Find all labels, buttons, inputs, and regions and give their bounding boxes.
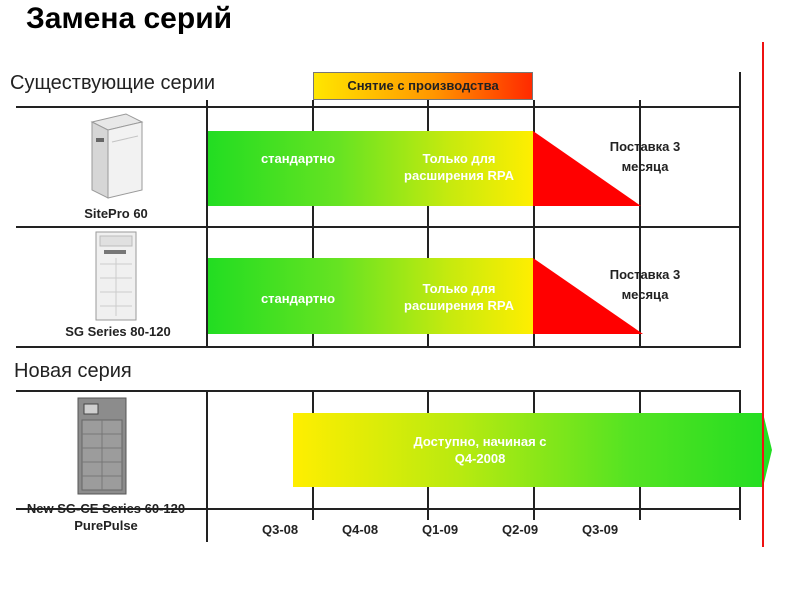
page-title: Замена серий <box>26 2 233 35</box>
availability-label: Доступно, начиная с Q4-2008 <box>413 434 547 466</box>
timeline-divider <box>739 72 741 348</box>
sitepro-cabinet-image <box>90 113 144 199</box>
new-series-arrow <box>293 413 772 487</box>
quarter-label: Q2-09 <box>502 522 539 537</box>
row-divider <box>16 346 741 348</box>
quarter-label: Q3-09 <box>582 522 619 537</box>
standard-label: стандартно <box>260 151 336 166</box>
product-name: SitePro 60 <box>84 206 148 221</box>
discontinuation-banner: Снятие с производства <box>313 72 533 100</box>
product-name: New SG-CE Series 60-120 PurePulse <box>26 501 186 533</box>
rpa-label: Только для расширения RPA <box>404 151 514 183</box>
row-divider <box>16 226 741 228</box>
standard-availability-bar <box>208 131 533 206</box>
phase-out-triangle <box>533 131 641 206</box>
timeline-divider <box>206 390 208 542</box>
rpa-label: Только для расширения RPA <box>404 281 514 313</box>
new-series-heading: Новая серия <box>14 360 132 382</box>
standard-availability-bar <box>208 258 533 334</box>
phase-out-triangle <box>533 258 643 334</box>
timeline-divider <box>533 100 535 348</box>
row-divider <box>16 106 741 108</box>
existing-series-heading: Существующие серии <box>10 72 216 94</box>
quarter-label: Q1-09 <box>422 522 459 537</box>
quarter-label: Q4-08 <box>342 522 379 537</box>
current-date-marker <box>762 42 764 547</box>
quarter-label: Q3-08 <box>262 522 299 537</box>
sg-series-cabinet-image <box>95 231 137 321</box>
row-divider <box>16 390 741 392</box>
delivery-note: Поставка 3 месяца <box>609 267 681 302</box>
standard-label: стандартно <box>260 291 336 306</box>
row-divider <box>16 508 741 510</box>
delivery-note: Поставка 3 месяца <box>609 139 681 174</box>
timeline-divider <box>639 100 641 348</box>
product-name: SG Series 80-120 <box>65 324 171 339</box>
timeline-divider <box>312 100 314 348</box>
timeline-divider <box>206 100 208 348</box>
timeline-divider <box>427 100 429 348</box>
sg-ce-cabinet-image <box>77 397 127 495</box>
